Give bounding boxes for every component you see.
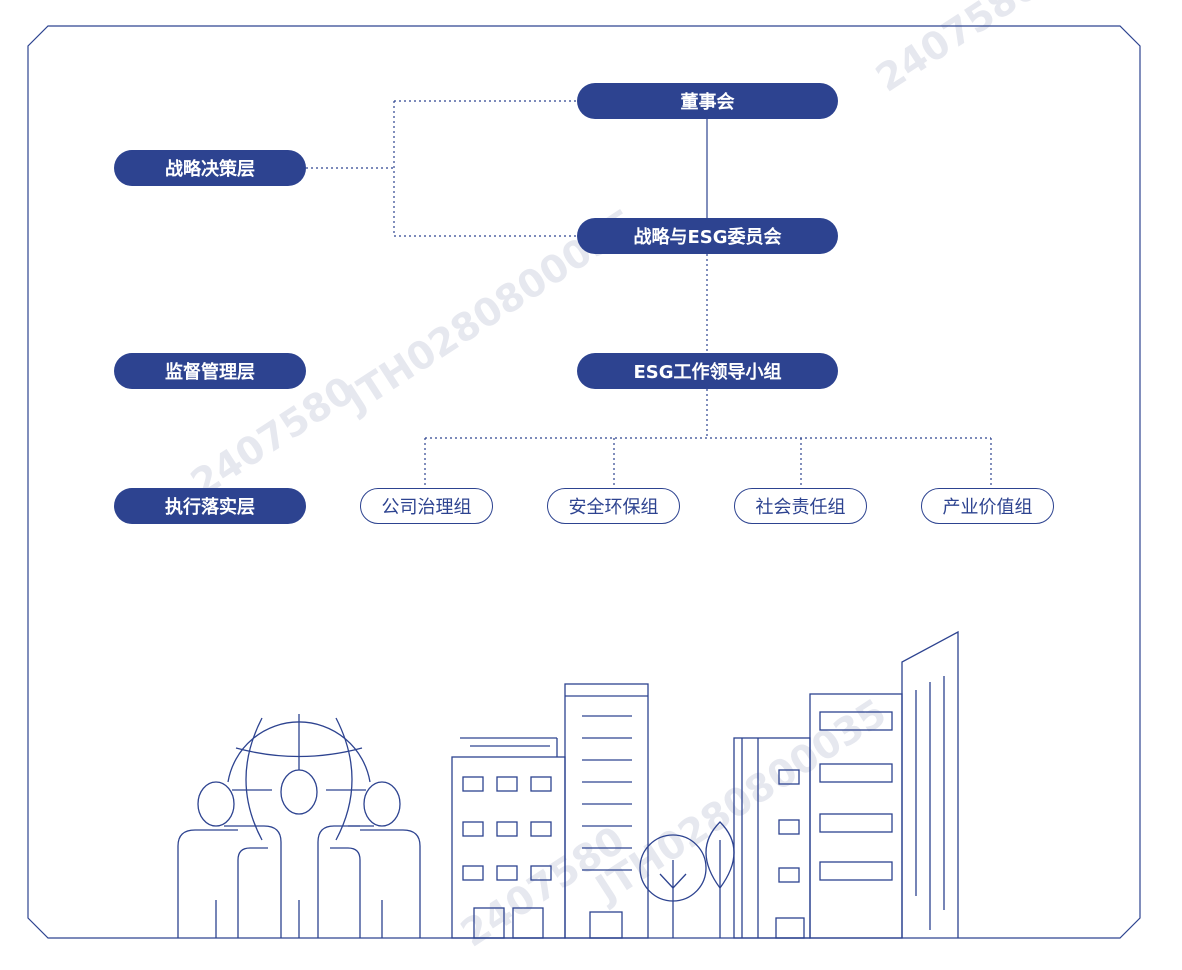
connector-lines <box>306 100 992 488</box>
node-board-of-directors: 董事会 <box>577 83 838 119</box>
layer-supervision-management: 监督管理层 <box>114 353 306 389</box>
layer-execution: 执行落实层 <box>114 488 306 524</box>
city-illustration <box>451 630 959 939</box>
group-corporate-governance: 公司治理组 <box>360 488 493 524</box>
layer-strategic-decision: 战略决策层 <box>114 150 306 186</box>
node-strategy-esg-committee: 战略与ESG委员会 <box>577 218 838 254</box>
group-industry-value: 产业价值组 <box>921 488 1054 524</box>
node-esg-leadership-group: ESG工作领导小组 <box>577 353 838 389</box>
people-globe-illustration <box>177 714 421 938</box>
group-safety-environment: 安全环保组 <box>547 488 680 524</box>
content-frame <box>27 25 1141 939</box>
group-social-responsibility: 社会责任组 <box>734 488 867 524</box>
